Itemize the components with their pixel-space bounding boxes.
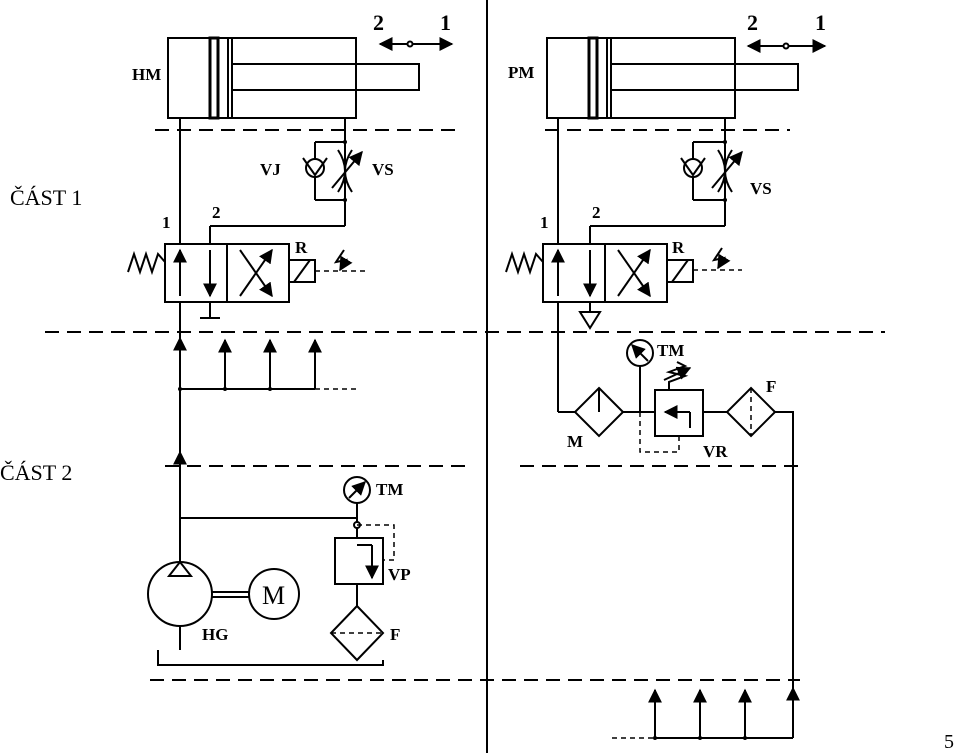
pressure-regulator-vr	[639, 361, 704, 453]
f-label-right: F	[766, 377, 776, 396]
pm-label: PM	[508, 63, 534, 82]
right-cyl-port-1: 1	[815, 10, 826, 35]
right-main-supply-line	[775, 411, 794, 738]
hm-label: HM	[132, 65, 161, 84]
check-throttle-valve-right	[680, 140, 743, 202]
left-cyl-port-2: 2	[373, 10, 384, 35]
check-throttle-valve-left	[302, 140, 363, 202]
right-cyl-port-2: 2	[747, 10, 758, 35]
tm-label-left: TM	[376, 480, 403, 499]
left-direction-arrow	[378, 37, 454, 51]
r-label-right: R	[672, 238, 685, 257]
relief-valve-vp	[334, 521, 395, 606]
right-valve-port-1: 1	[540, 213, 549, 232]
tm-label-right: TM	[657, 341, 684, 360]
f-label-left: F	[390, 625, 400, 644]
m-label-right: M	[567, 432, 583, 451]
lubricator-m	[573, 386, 625, 438]
vs-label-right: VS	[750, 179, 772, 198]
vs-label-left: VS	[372, 160, 394, 179]
vj-label: VJ	[260, 160, 281, 179]
left-supply-arrows	[173, 336, 360, 475]
vp-label: VP	[388, 565, 411, 584]
pneumatic-cylinder-pm	[546, 36, 799, 120]
pressure-gauge-left	[343, 476, 371, 525]
right-direction-arrow	[746, 39, 827, 53]
left-cyl-port-1: 1	[440, 10, 451, 35]
hg-label: HG	[202, 625, 228, 644]
motor-label: M	[262, 581, 285, 610]
hydraulic-cylinder-hm	[167, 36, 420, 120]
right-valve-port-2: 2	[592, 203, 601, 222]
directional-valve-left	[127, 243, 365, 319]
directional-valve-right	[505, 243, 742, 330]
right-supply-arrows	[612, 686, 800, 740]
pressure-gauge-right	[626, 339, 654, 412]
part1-label: ČÁST 1	[10, 185, 82, 210]
electric-motor: M	[248, 568, 300, 620]
left-valve-port-1: 1	[162, 213, 171, 232]
filter-left	[329, 604, 385, 662]
vr-label: VR	[703, 442, 728, 461]
filter-right	[725, 386, 777, 438]
page-number: 5	[944, 731, 954, 753]
r-label-left: R	[295, 238, 308, 257]
hydraulic-pump-hg	[147, 560, 250, 650]
left-valve-port-2: 2	[212, 203, 221, 222]
tank-line-left	[157, 650, 384, 666]
part2-label: ČÁST 2	[0, 460, 72, 485]
